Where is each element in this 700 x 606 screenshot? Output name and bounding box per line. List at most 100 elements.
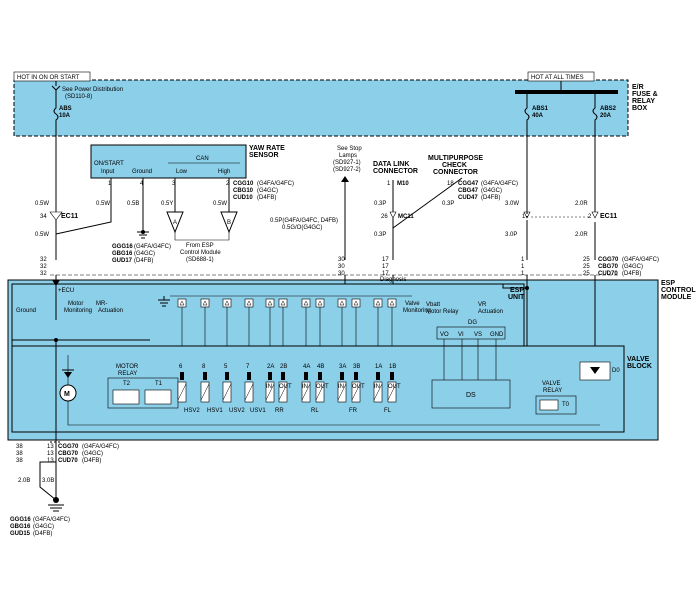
valve-number-4: 2A xyxy=(267,364,274,370)
valve-slash-3 xyxy=(244,383,254,401)
yaw-connector-b xyxy=(220,211,238,234)
valve-fr: FR xyxy=(349,408,358,414)
valve-coil-4 xyxy=(268,372,272,380)
data-link-pin-26: 26 xyxy=(381,214,388,220)
multi-pin-18: 18 xyxy=(447,181,454,187)
multi-conn-2-sub: (G4GC) xyxy=(481,188,502,194)
abs-fuse-amp: 10A xyxy=(59,113,71,119)
yaw-input: Input xyxy=(101,169,115,175)
valve-number-6: 4A xyxy=(303,364,310,370)
stop-lamps-line2: Lamps xyxy=(339,153,357,159)
valve-number-3: 7 xyxy=(246,364,250,370)
yaw-on-start: ON/START xyxy=(94,161,124,167)
valve-coil-9 xyxy=(354,372,358,380)
data-link-title-2: CONNECTOR xyxy=(373,168,418,175)
esp-title-2: CONTROL xyxy=(661,287,696,294)
driver-symbol-7 xyxy=(317,300,323,306)
from-esp-ref: (SD688-1) xyxy=(186,257,214,263)
motor-relay-label: Motor Relay xyxy=(426,309,458,315)
valve-port-5: OUT xyxy=(279,384,292,390)
yaw-pin-1: 1 xyxy=(108,181,112,187)
esp-pin-25-a: 25 xyxy=(583,257,590,263)
esp-title-1: ESP xyxy=(661,280,675,287)
bottom-ground-symbol xyxy=(48,504,64,512)
driver-symbol-8 xyxy=(339,300,345,306)
driver-symbol-2 xyxy=(224,300,230,306)
abs2-fuse-amp: 20A xyxy=(600,113,612,119)
esp-pin-1-a: 1 xyxy=(521,257,525,263)
see-power-label: See Power Distribution xyxy=(62,87,123,93)
valve-coil-1 xyxy=(203,372,207,380)
valve-coil-11 xyxy=(390,372,394,380)
driver-10 xyxy=(373,298,383,308)
valve-slash-7 xyxy=(315,383,325,401)
abs2-wire-color-top: 2.0R xyxy=(575,201,588,207)
yaw-input-wire xyxy=(55,178,112,235)
valve-coil-7 xyxy=(318,372,322,380)
yaw-conn-1: CGG10 xyxy=(233,181,254,187)
ecu-label: +ECU xyxy=(58,288,74,294)
yaw-pin-3: 3 xyxy=(172,181,176,187)
valve-slash-11 xyxy=(387,383,397,401)
esp-pin-30-b: 30 xyxy=(338,264,345,270)
multi-conn-3: CUD47 xyxy=(458,195,478,201)
valve-port-11: OUT xyxy=(388,384,401,390)
bottom-conn-2: CBG70 xyxy=(58,451,79,457)
fuse-box-title-2: FUSE & xyxy=(632,91,658,98)
bottom-conn-2-sub: (G4GC) xyxy=(82,451,103,457)
dg-pin-box xyxy=(436,326,506,340)
valve-relay-t0 xyxy=(539,399,559,411)
bottom-pin-13-b: 13 xyxy=(47,451,54,457)
multi-title-1: MULTIPURPOSE xyxy=(428,155,483,162)
bottom-pin-13-c: 13 xyxy=(47,458,54,464)
valve-slash-0 xyxy=(177,383,187,401)
valve-port-9: OUT xyxy=(352,384,365,390)
abs1-fuse-name: ABS1 xyxy=(532,106,549,112)
valve-port-4: IN xyxy=(266,384,272,390)
yaw-sensor-title-1: YAW RATE xyxy=(249,145,285,152)
driver-1 xyxy=(200,298,210,308)
esp-pin-30-a: 30 xyxy=(338,257,345,263)
bottom-pin-38-a: 38 xyxy=(16,444,23,450)
esp-conn-top-3-sub: (D4FB) xyxy=(622,271,641,277)
multi-title-3: CONNECTOR xyxy=(433,169,478,176)
multi-conn-1: CGG47 xyxy=(458,181,479,187)
multi-conn-1-sub: (G4FA/G4FC) xyxy=(481,181,518,187)
valve-coil-10 xyxy=(376,372,380,380)
stop-lamps-ref1: (SD927-1) xyxy=(333,160,361,166)
bottom-gnd-1: GGG16 xyxy=(10,517,31,523)
yaw-can-high-wire-color: 0.5W xyxy=(213,201,227,207)
data-link-pin-1: 1 xyxy=(387,181,391,187)
ec11-wire-color-bottom: 0.5W xyxy=(35,232,49,238)
valve-number-1: 8 xyxy=(202,364,206,370)
ec11-label-right: EC11 xyxy=(600,213,617,220)
driver-2 xyxy=(222,298,232,308)
ec11-wire-color-top: 0.5W xyxy=(35,201,49,207)
valve-coil-0 xyxy=(180,372,184,380)
multi-conn-2: CBG47 xyxy=(458,188,479,194)
valve-slash-2 xyxy=(222,383,232,401)
ds-wires xyxy=(443,339,497,380)
esp-unit-title-2: UNIT xyxy=(508,294,525,301)
abs-fuse-name: ABS xyxy=(59,106,72,112)
relay-t2 xyxy=(112,389,140,405)
driver-7 xyxy=(315,298,325,308)
yaw-pin-2: 2 xyxy=(226,181,230,187)
bottom-gnd-3-sub: (D4FB) xyxy=(33,531,52,537)
yaw-connector-a-label: A xyxy=(173,220,177,226)
yaw-conn-3-sub: (D4FB) xyxy=(257,195,276,201)
abs2-ec11-pin: 2 xyxy=(588,214,592,220)
valve-slash-10 xyxy=(373,383,383,401)
yaw-rate-sensor-box xyxy=(90,144,247,179)
driver-5 xyxy=(278,298,288,308)
yaw-ground-node xyxy=(141,230,145,234)
from-esp-line2: Control Module xyxy=(180,250,221,256)
esp-pin-17-b: 17 xyxy=(382,264,389,270)
ec11-right-2 xyxy=(591,211,599,219)
driver-0 xyxy=(177,298,187,308)
vr-label: VR xyxy=(478,302,487,308)
fuse-box-title-1: E/R xyxy=(632,84,644,91)
yaw-sensor-title-2: SENSOR xyxy=(249,152,279,159)
yaw-connector-b-label: B xyxy=(227,220,231,226)
valve-slash-1 xyxy=(200,383,210,401)
